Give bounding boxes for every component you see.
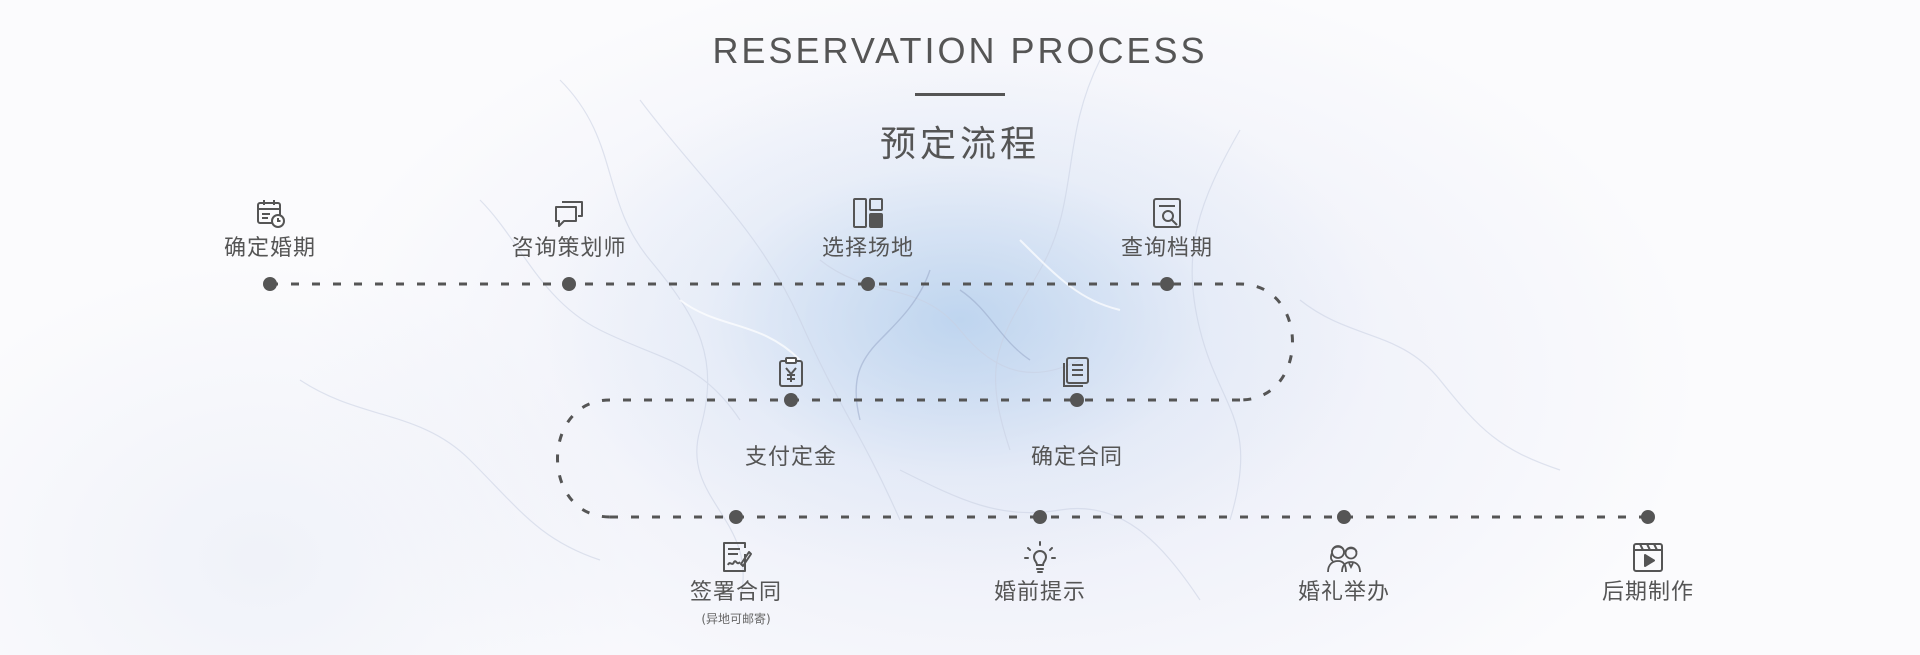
node-4	[1160, 277, 1174, 291]
node-9	[1337, 510, 1351, 524]
step-check-schedule: 查询档期	[1087, 196, 1247, 262]
step-pay-deposit: 支付定金	[711, 355, 871, 471]
node-6	[784, 393, 798, 407]
step-label: 婚前提示	[993, 580, 1086, 605]
step-label: 婚礼举办	[1297, 580, 1390, 605]
node-7	[729, 510, 743, 524]
track-row-2	[556, 398, 1240, 519]
step-label: 签署合同	[689, 580, 782, 605]
step-pre-wedding-tips: 婚前提示	[960, 540, 1120, 606]
step-sign-contract: 签署合同 (异地可邮寄)	[656, 540, 816, 627]
node-10	[1641, 510, 1655, 524]
step-label: 咨询策划师	[511, 236, 627, 261]
document-sign-icon	[719, 540, 753, 574]
step-confirm-contract: 确定合同	[997, 355, 1157, 471]
video-play-icon	[1631, 540, 1665, 574]
title-divider	[915, 93, 1005, 96]
step-label: 后期制作	[1601, 580, 1694, 605]
track-row-1	[270, 282, 1294, 402]
step-choose-venue: 选择场地	[788, 196, 948, 262]
step-note: (异地可邮寄)	[701, 612, 771, 626]
step-label: 选择场地	[821, 236, 914, 261]
step-label: 查询档期	[1120, 236, 1213, 261]
step-consult-planner: 咨询策划师	[489, 196, 649, 262]
step-label: 确定合同	[1030, 445, 1123, 470]
page-title-zh: 预定流程	[879, 124, 1040, 165]
layout-grid-icon	[851, 196, 885, 230]
node-1	[263, 277, 277, 291]
step-wedding-ceremony: 婚礼举办	[1264, 540, 1424, 606]
couple-icon	[1327, 540, 1361, 574]
node-8	[1033, 510, 1047, 524]
page-title-en: RESERVATION PROCESS	[712, 30, 1208, 71]
node-2	[562, 277, 576, 291]
document-stack-icon	[1060, 355, 1094, 389]
step-label: 确定婚期	[223, 236, 316, 261]
step-post-production: 后期制作	[1568, 540, 1728, 606]
step-confirm-date: 确定婚期	[190, 196, 350, 262]
calendar-clock-icon	[253, 196, 287, 230]
node-3	[861, 277, 875, 291]
node-5	[1070, 393, 1084, 407]
document-search-icon	[1150, 196, 1184, 230]
clipboard-yen-icon	[774, 355, 808, 389]
chat-bubbles-icon	[552, 196, 586, 230]
lightbulb-icon	[1023, 540, 1057, 574]
step-label: 支付定金	[744, 445, 837, 470]
